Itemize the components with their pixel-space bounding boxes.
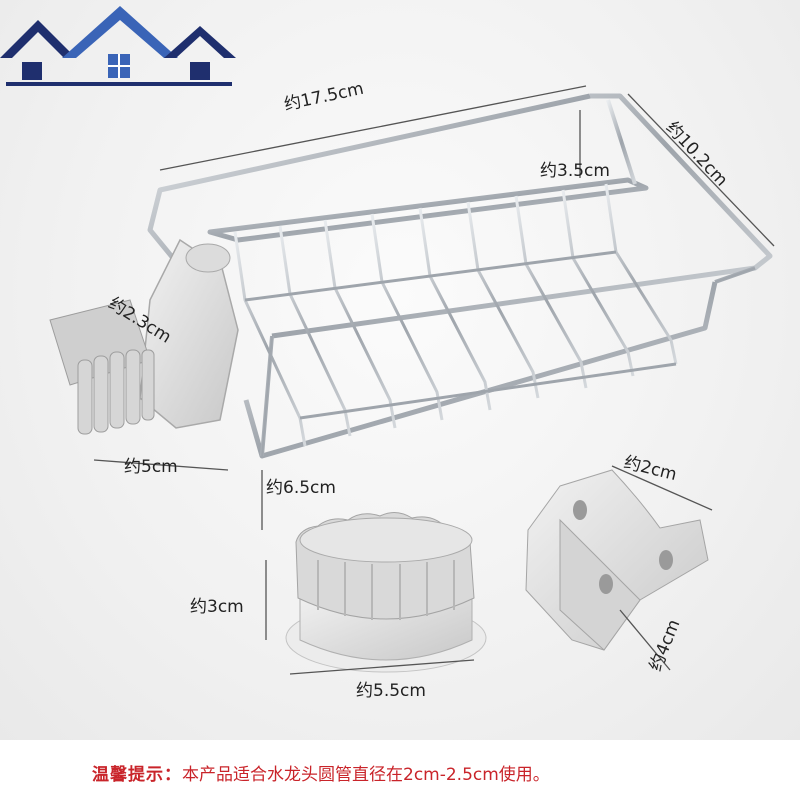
wire-basket [147, 93, 773, 459]
faucet-clamp [49, 238, 239, 435]
dimension-lines [93, 85, 775, 675]
house-roof-logo-icon [0, 6, 236, 86]
clamp-length-label: 约5cm [124, 457, 178, 477]
knob-suction-cup [285, 512, 487, 673]
rack-height-label: 约3.5cm [540, 161, 610, 181]
product-illustration [49, 85, 775, 675]
tip-text: 本产品适合水龙头圆管直径在2cm-2.5cm使用。 [182, 765, 550, 785]
knob-top-label: 约3cm [190, 597, 244, 617]
tip-label: 温馨提示： [92, 765, 182, 785]
usage-tip: 温馨提示：本产品适合水龙头圆管直径在2cm-2.5cm使用。 [92, 760, 550, 785]
u-bracket [525, 469, 709, 651]
arm-length-label: 约6.5cm [266, 478, 336, 498]
knob-diameter-label: 约5.5cm [356, 681, 426, 701]
